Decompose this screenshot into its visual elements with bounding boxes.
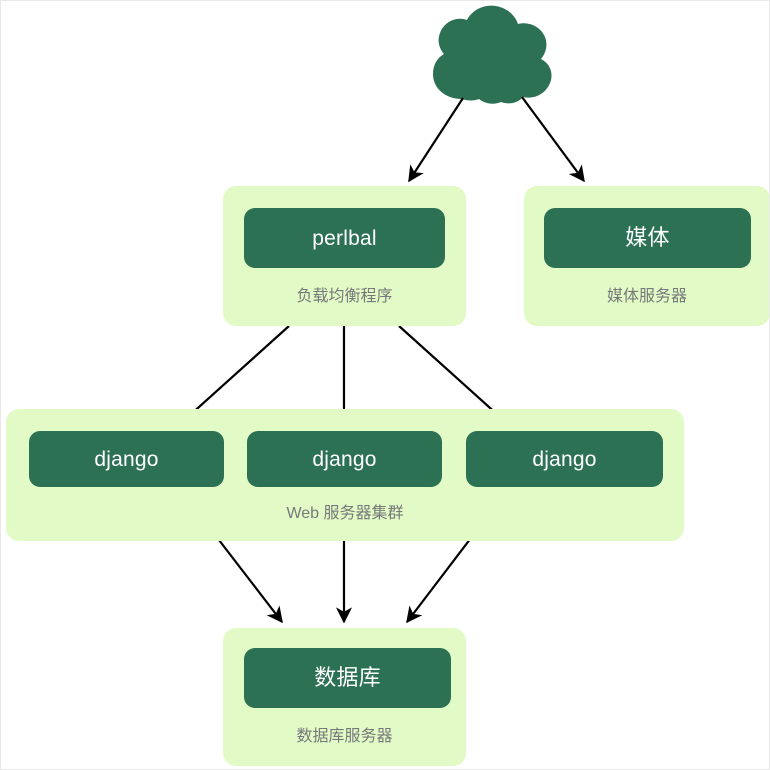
node-label-media: 媒体 — [625, 225, 670, 250]
internet-cloud-icon — [433, 5, 552, 104]
node-django-3[interactable]: django — [466, 431, 663, 487]
group-caption-web-cluster-group: Web 服务器集群 — [286, 505, 404, 522]
node-label-django-3: django — [532, 447, 597, 471]
group-caption-load-balancer-group: 负载均衡程序 — [296, 288, 393, 305]
edge-cloud-to-perlbal — [408, 97, 464, 183]
node-label-django-2: django — [312, 447, 377, 471]
group-caption-media-group: 媒体服务器 — [606, 288, 687, 305]
node-label-perlbal: perlbal — [312, 226, 377, 250]
group-caption-database-group: 数据库服务器 — [296, 728, 393, 745]
node-label-database: 数据库 — [314, 665, 381, 690]
node-database[interactable]: 数据库 — [244, 648, 451, 708]
edge-cloud-to-media — [521, 96, 585, 183]
node-label-django-1: django — [94, 447, 159, 471]
node-perlbal[interactable]: perlbal — [244, 208, 445, 268]
node-django-1[interactable]: django — [29, 431, 224, 487]
node-media[interactable]: 媒体 — [544, 208, 751, 268]
node-django-2[interactable]: django — [247, 431, 442, 487]
